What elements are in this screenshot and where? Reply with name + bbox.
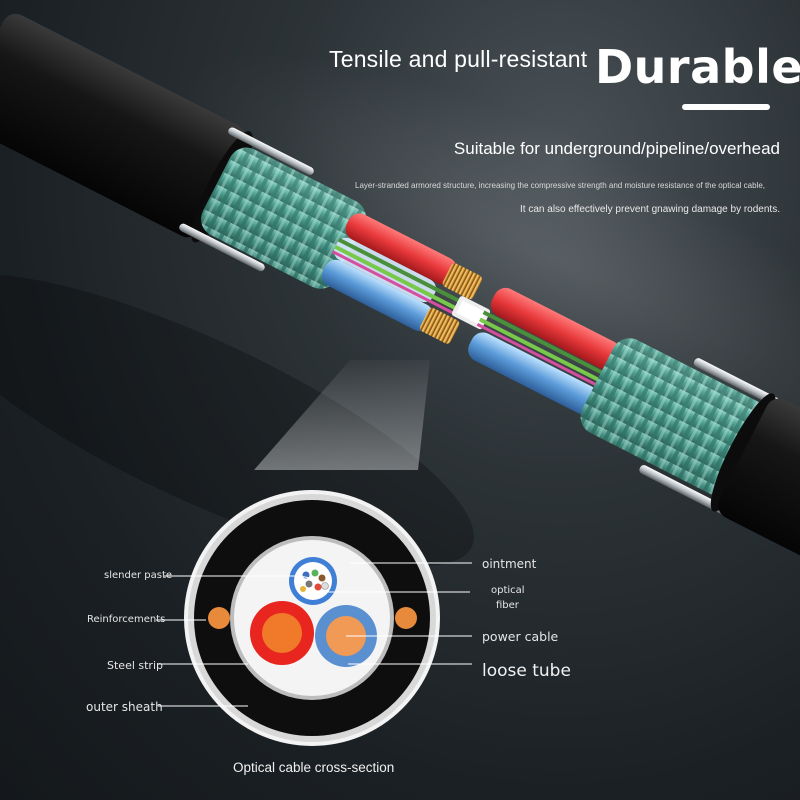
page-title: Durable xyxy=(595,40,800,94)
label-slender-paste: slender paste xyxy=(104,570,173,581)
label-steel-strip: Steel strip xyxy=(107,659,163,672)
description-line-2: It can also effectively prevent gnawing … xyxy=(520,204,780,215)
cross-section-caption: Optical cable cross-section xyxy=(233,760,395,775)
label-loose-tube: loose tube xyxy=(482,661,571,681)
label-outer-sheath: outer sheath xyxy=(86,700,163,714)
label-power-cable: power cable xyxy=(482,629,559,644)
subtitle: Tensile and pull-resistant xyxy=(329,46,588,72)
usage-text: Suitable for underground/pipeline/overhe… xyxy=(453,139,780,158)
label-optical-fiber-line-1: optical xyxy=(491,585,525,596)
cable-cross-section-icon xyxy=(184,490,440,746)
title-underline xyxy=(682,104,770,110)
label-optical-fiber-line-2: fiber xyxy=(496,600,519,611)
description-line-1: Layer-stranded armored structure, increa… xyxy=(355,181,765,190)
label-ointment: ointment xyxy=(482,557,537,571)
label-reinforcements: Reinforcements xyxy=(87,614,166,625)
